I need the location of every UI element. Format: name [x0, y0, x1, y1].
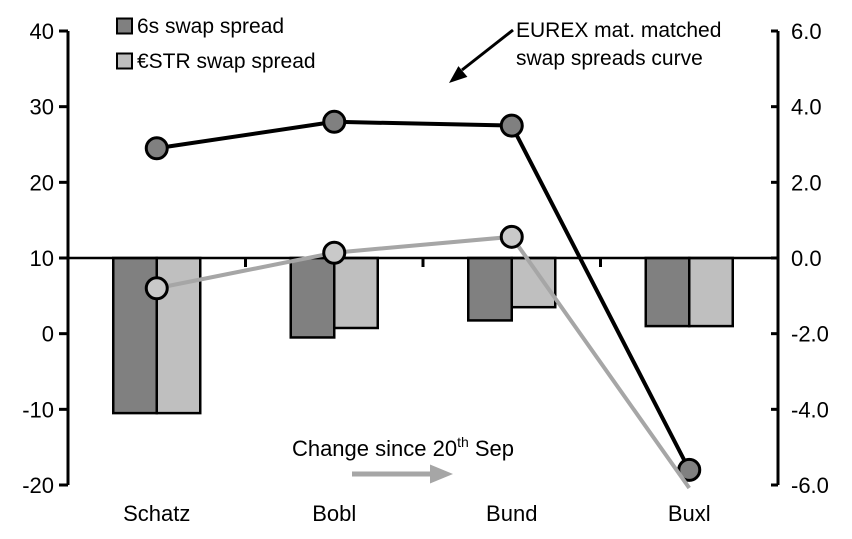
bar	[644, 256, 691, 328]
legend: 6s swap spread €STR swap spread	[116, 15, 316, 73]
left-axis-tick-label: -20	[22, 473, 54, 498]
right-axis-tick-label: -4.0	[791, 397, 829, 422]
right-axis-tick-label: -6.0	[791, 473, 829, 498]
left-axis-tick-label: -10	[22, 397, 54, 422]
change-arrow-head	[430, 464, 453, 484]
category-label: Bobl	[312, 501, 356, 526]
bars-layer	[112, 256, 734, 415]
right-axis-tick-label: 4.0	[791, 95, 822, 120]
change-annotation: Change since 20th Sep	[292, 434, 514, 484]
bar	[289, 256, 336, 339]
category-label: Buxl	[668, 501, 711, 526]
curve-annotation-line1: EUREX mat. matched	[516, 19, 721, 42]
data-point-marker	[322, 109, 347, 134]
left-axis-tick-label: 30	[30, 95, 54, 120]
right-axis-ticks: 6.0 4.0 2.0 0.0 -2.0 -4.0 -6.0	[771, 19, 829, 498]
right-axis-tick-label: 2.0	[791, 170, 822, 195]
change-annotation-label: Change since 20th Sep	[292, 434, 514, 461]
data-point-marker	[144, 276, 169, 301]
right-axis-tick-label: -2.0	[791, 322, 829, 347]
left-axis-tick-label: 20	[30, 170, 54, 195]
x-axis-ticks: Schatz Bobl Bund Buxl	[123, 258, 711, 526]
right-axis-tick-label: 6.0	[791, 19, 822, 44]
category-label: Bund	[486, 501, 537, 526]
legend-swatch	[116, 17, 133, 35]
curve-annotation-line2: swap spreads curve	[516, 47, 703, 70]
bar	[688, 256, 734, 328]
data-point-marker	[499, 224, 524, 249]
legend-swatch	[116, 52, 133, 70]
data-point-marker	[144, 136, 169, 161]
bar	[467, 256, 513, 322]
legend-item-label: 6s swap spread	[137, 15, 284, 38]
curve-annotation: EUREX mat. matched swap spreads curve	[449, 19, 721, 83]
left-axis-tick-label: 0	[42, 322, 54, 347]
left-axis-tick-label: 10	[30, 246, 54, 271]
series-line	[156, 234, 691, 490]
annotation-arrow-head	[449, 66, 468, 83]
annotation-arrow-shaft	[461, 28, 514, 72]
data-point-marker	[322, 240, 347, 265]
data-point-marker	[499, 113, 524, 138]
category-label: Schatz	[123, 501, 190, 526]
left-axis-tick-label: 40	[30, 19, 54, 44]
right-axis-tick-label: 0.0	[791, 246, 822, 271]
bar	[333, 256, 379, 330]
legend-item-label: €STR swap spread	[137, 50, 316, 73]
lines-layer	[144, 109, 702, 490]
left-axis-ticks: 40 30 20 10 0 -10 -20	[22, 19, 68, 498]
series-line	[156, 119, 692, 471]
